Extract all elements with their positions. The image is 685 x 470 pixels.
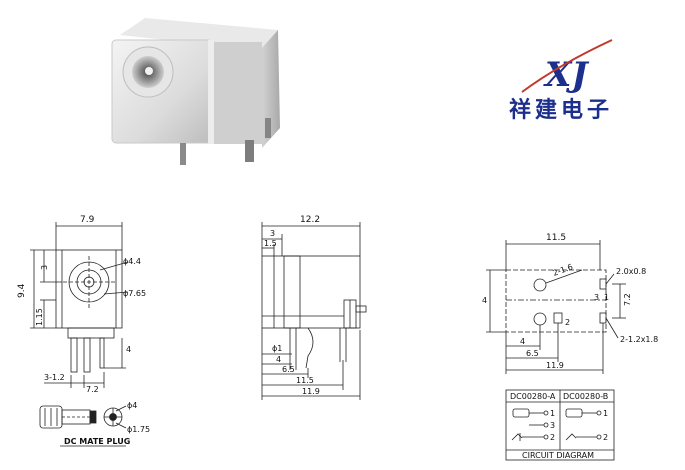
- front-dim-height: 9.4: [17, 283, 27, 298]
- front-dim-pin-spacing: 3-1.2: [44, 373, 65, 382]
- bottom-pin-2: 2: [565, 318, 570, 327]
- circuit-pin-a-1: 1: [550, 409, 555, 418]
- logo-swoosh: [521, 39, 613, 93]
- circuit-pin-a-3: 3: [550, 421, 555, 430]
- circuit-model-a: DC00280-A: [510, 392, 556, 401]
- bottom-view-drawing: [486, 240, 626, 374]
- bottom-dim-115: 11.5: [546, 233, 566, 243]
- company-logo: XJ 祥建电子: [509, 39, 613, 123]
- mate-plug-drawing: [39, 405, 127, 447]
- side-dim-115: 11.5: [296, 376, 314, 385]
- front-dim-left-low: 1.15: [35, 308, 44, 326]
- bottom-dim-hole: 2-1.2x1.8: [620, 335, 658, 344]
- plug-dim-inner: ϕ1.75: [127, 425, 150, 434]
- side-dim-pin-dia: ϕ1: [272, 344, 282, 353]
- front-dim-pin-gap: 7.2: [86, 385, 99, 394]
- circuit-diagram-table: [505, 389, 615, 461]
- front-dim-hole-large: ϕ7.65: [123, 289, 146, 298]
- side-dim-119: 11.9: [302, 387, 320, 396]
- bottom-dim-angle: 2-1.6: [552, 262, 575, 278]
- bottom-dim-4b: 4: [520, 337, 525, 346]
- side-view-drawing: [261, 222, 367, 400]
- plug-dim-outer: ϕ4: [127, 401, 137, 410]
- circuit-pin-b-1: 1: [603, 409, 608, 418]
- side-dim-4: 4: [276, 355, 281, 364]
- front-dim-hole-small: ϕ4.4: [123, 257, 141, 266]
- circuit-model-b: DC00280-B: [563, 392, 608, 401]
- bottom-dim-65: 6.5: [526, 349, 539, 358]
- circuit-pin-a-2: 2: [550, 433, 555, 442]
- front-view-drawing: [30, 222, 129, 388]
- bottom-dim-4: 4: [482, 296, 487, 305]
- bottom-dim-72: 7.2: [623, 293, 632, 306]
- bottom-dim-slot: 2.0x0.8: [616, 267, 646, 276]
- side-dim-length: 12.2: [300, 215, 320, 225]
- front-dim-top: 3: [40, 265, 49, 270]
- logo-letters: XJ: [543, 55, 589, 95]
- front-dim-pin: 4: [126, 345, 131, 354]
- mate-plug-label: DC MATE PLUG: [64, 437, 130, 446]
- bottom-dim-119: 11.9: [546, 361, 564, 370]
- circuit-title: CIRCUIT DIAGRAM: [522, 451, 594, 460]
- bottom-pin-1: 1: [604, 293, 609, 302]
- product-photo: [111, 18, 280, 165]
- front-dim-width: 7.9: [80, 215, 95, 225]
- side-dim-top-b: 1.5: [264, 239, 277, 248]
- company-name: 祥建电子: [509, 97, 613, 123]
- side-dim-65: 6.5: [282, 365, 295, 374]
- bottom-dim-3: 3: [594, 293, 599, 302]
- circuit-pin-b-2: 2: [603, 433, 608, 442]
- side-dim-top-a: 3: [270, 229, 275, 238]
